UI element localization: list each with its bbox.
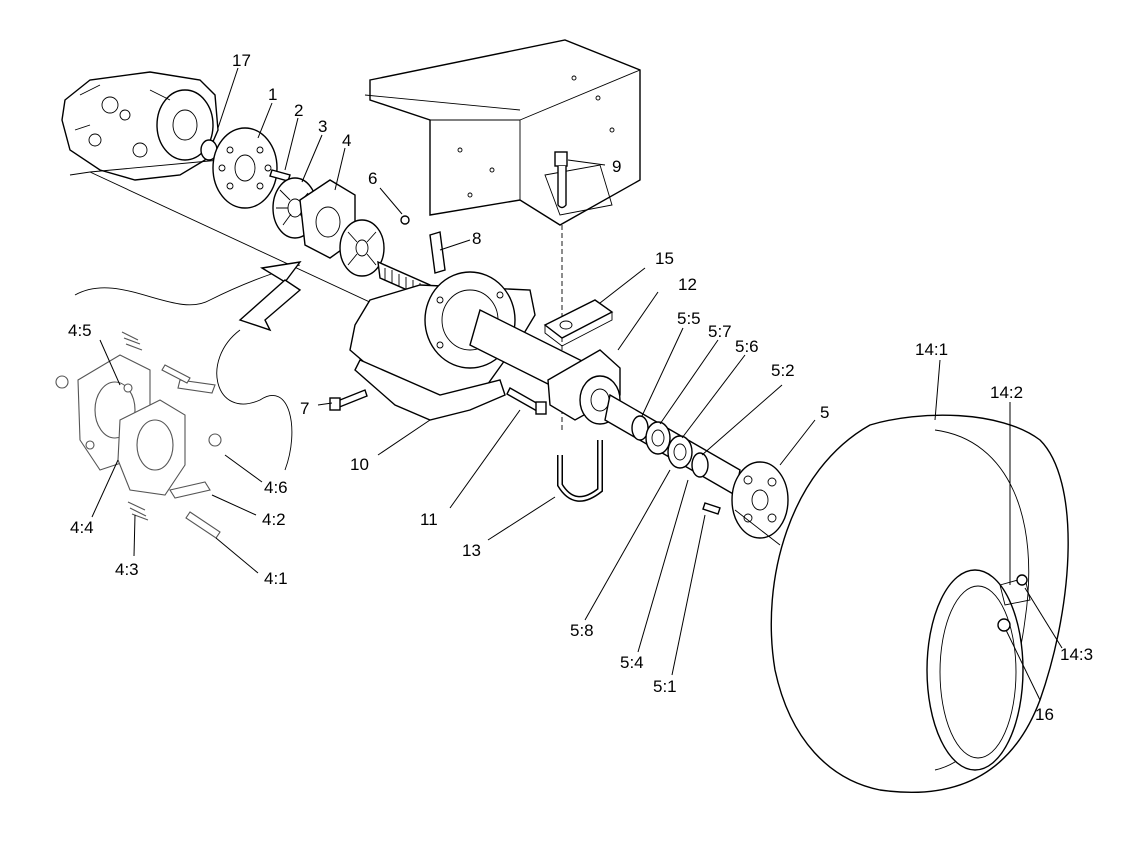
label-4-5: 4:5: [68, 321, 92, 340]
label-15: 15: [655, 249, 674, 268]
label-16: 16: [1035, 705, 1054, 724]
seal-5-6: [667, 435, 693, 469]
label-12: 12: [678, 275, 697, 294]
label-4-6: 4:6: [264, 478, 288, 497]
hydro-gearbox: [61, 71, 219, 181]
inset-callout-curve: [74, 261, 302, 471]
inset-nut-4-6: [55, 375, 222, 447]
label-5-2: 5:2: [771, 361, 795, 380]
ring-5-2: [691, 452, 709, 478]
rubber-disc: [339, 219, 385, 277]
label-11: 11: [420, 510, 438, 529]
label-5-6: 5:6: [735, 337, 759, 356]
plate-15: [543, 299, 614, 347]
coupling-flange-1: [212, 127, 278, 209]
inset-spring-4-3: [121, 331, 149, 521]
label-4: 4: [342, 131, 351, 150]
label-6: 6: [368, 169, 377, 188]
mounting-plate-10: [354, 359, 506, 421]
bolt-11: [506, 387, 547, 415]
label-4-2: 4:2: [262, 510, 286, 529]
label-5-5: 5:5: [677, 309, 701, 328]
label-5: 5: [820, 403, 829, 422]
label-14-2: 14:2: [990, 383, 1023, 402]
label-4-1: 4:1: [264, 569, 288, 588]
label-17: 17: [232, 51, 251, 70]
bearing-5-7: [645, 421, 671, 455]
frame-bracket: [364, 39, 641, 226]
callout-labels: 17 1 2 3 4 6 8 9 15 12 5:5 5:7 5:6 5:2 5…: [68, 51, 1093, 724]
tire-14: [770, 414, 1069, 794]
label-4-4: 4:4: [70, 518, 94, 537]
inset-bolt-4-1: [161, 364, 221, 539]
label-8: 8: [472, 229, 481, 248]
label-2: 2: [294, 101, 303, 120]
label-10: 10: [350, 455, 369, 474]
label-5-7: 5:7: [708, 322, 732, 341]
label-14-3: 14:3: [1060, 645, 1093, 664]
label-9: 9: [612, 157, 621, 176]
inset-brake-plate-4-4: [117, 399, 186, 496]
bolt-7: [329, 389, 368, 411]
wheel-hub-5: [731, 461, 789, 546]
label-5-8: 5:8: [570, 621, 594, 640]
label-14-1: 14:1: [915, 340, 948, 359]
stud-5-1: [702, 502, 721, 515]
label-13: 13: [462, 541, 481, 560]
label-7: 7: [300, 399, 309, 418]
key-8: [429, 231, 446, 274]
u-bolt-13: [557, 440, 603, 502]
label-4-3: 4:3: [115, 560, 139, 579]
leader-lines: [91, 67, 1063, 701]
grease-fitting: [554, 151, 568, 209]
set-screw-6: [400, 215, 410, 225]
label-5-4: 5:4: [620, 653, 644, 672]
label-1: 1: [268, 85, 277, 104]
label-3: 3: [318, 117, 327, 136]
label-5-1: 5:1: [653, 677, 677, 696]
